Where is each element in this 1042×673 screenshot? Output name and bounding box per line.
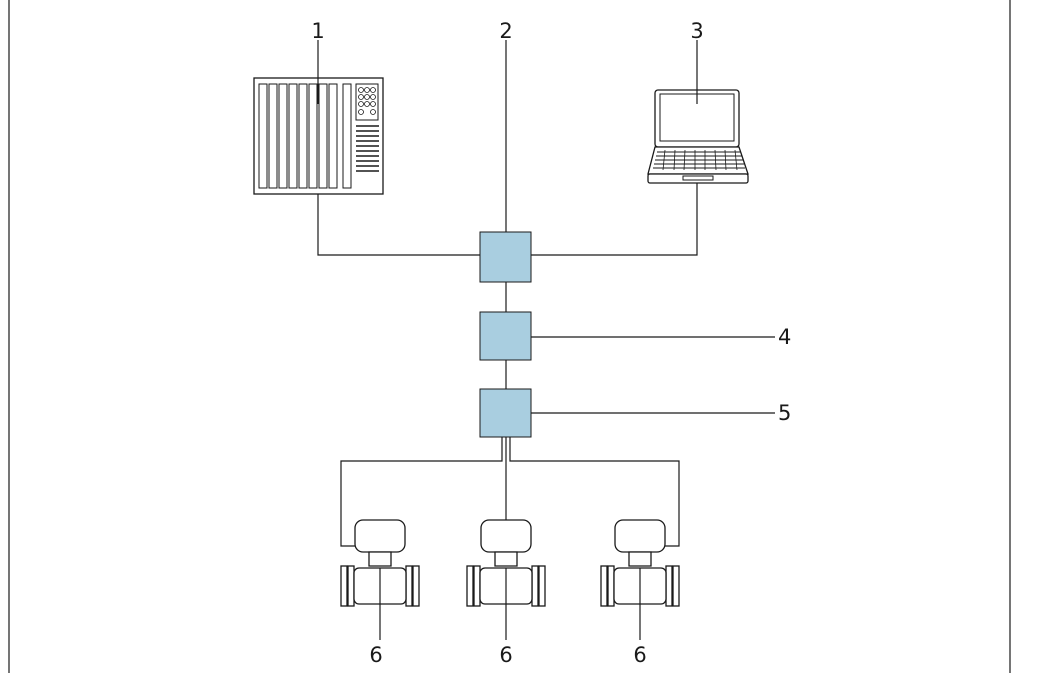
callout-1: 1 (311, 19, 324, 43)
callout-3: 3 (690, 19, 703, 43)
connection-lines (317, 40, 775, 547)
fieldbus-link-left (340, 437, 503, 547)
automation-system-link (317, 194, 480, 256)
measuring-device-center-icon (466, 519, 546, 640)
gateway-box (479, 388, 532, 438)
network-node-box (479, 231, 532, 283)
callout-2: 2 (499, 19, 512, 43)
measuring-device-left-icon (340, 519, 420, 640)
computer-link (531, 183, 698, 256)
switch-box (479, 311, 532, 361)
callout-4: 4 (778, 325, 791, 349)
callout-6-left: 6 (369, 643, 382, 667)
computer-icon (647, 89, 749, 184)
fieldbus-link-right (509, 437, 680, 547)
measuring-device-right-icon (600, 519, 680, 640)
callout-6-center: 6 (499, 643, 512, 667)
callout-5: 5 (778, 401, 791, 425)
callout-6-right: 6 (633, 643, 646, 667)
